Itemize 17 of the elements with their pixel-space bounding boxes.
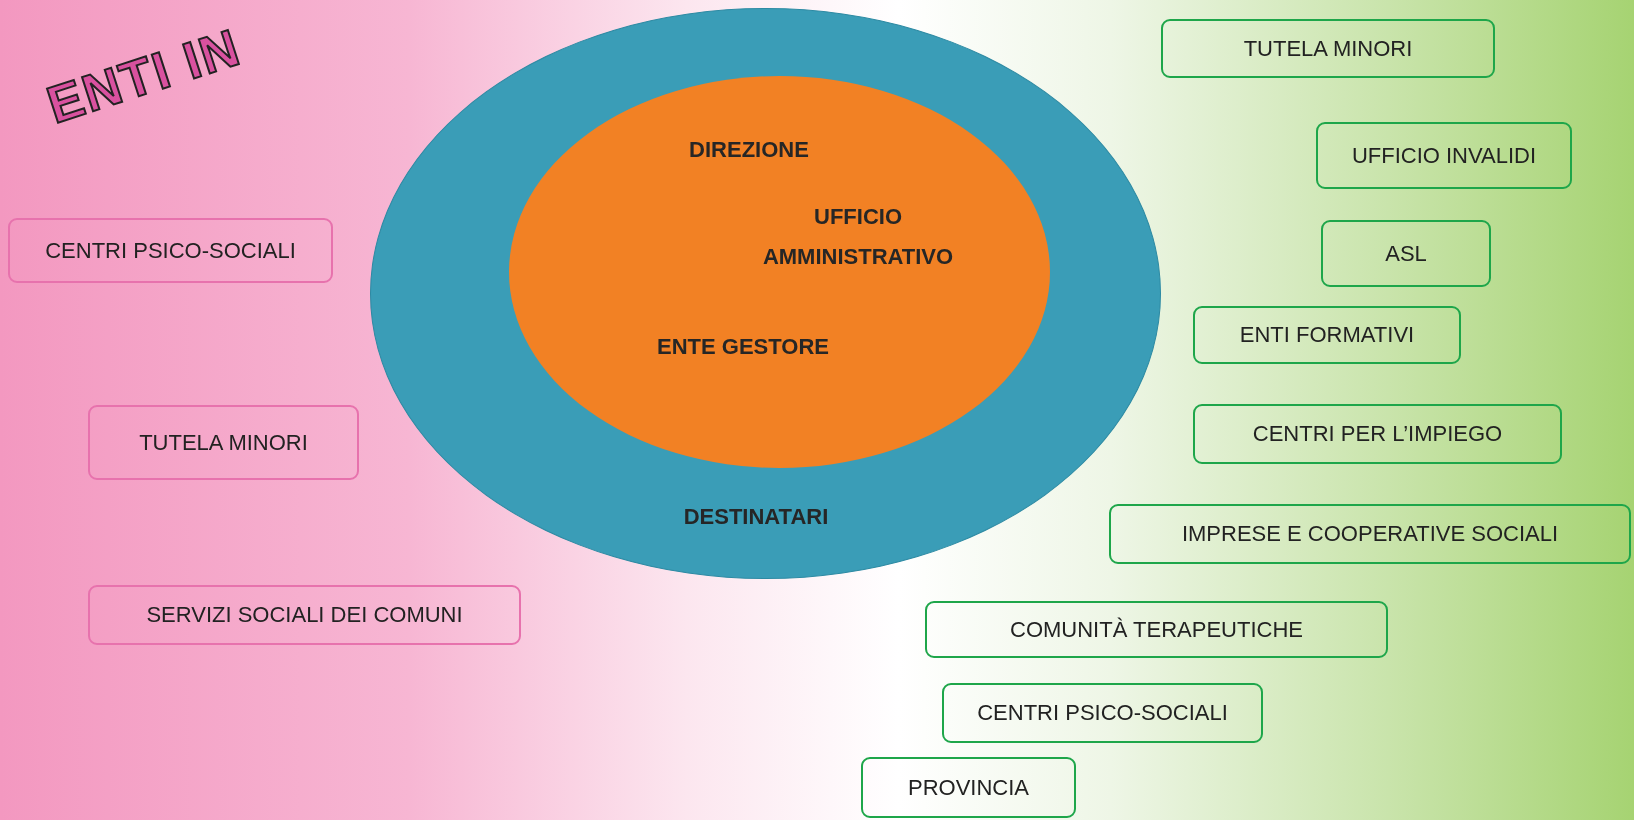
organization-box: PROVINCIA bbox=[861, 757, 1076, 818]
organization-box: TUTELA MINORI bbox=[1161, 19, 1495, 78]
organization-box: ENTI FORMATIVI bbox=[1193, 306, 1461, 364]
ellipse-label: UFFICIO AMMINISTRATIVO bbox=[761, 203, 955, 271]
title-text: ENTI IN bbox=[40, 16, 248, 136]
organization-box: UFFICIO INVALIDI bbox=[1316, 122, 1572, 189]
organization-box: SERVIZI SOCIALI DEI COMUNI bbox=[88, 585, 521, 645]
organization-box: IMPRESE E COOPERATIVE SOCIALI bbox=[1109, 504, 1631, 564]
ellipse-label: DIREZIONE bbox=[689, 137, 809, 163]
ellipse-label: ENTE GESTORE bbox=[657, 334, 829, 360]
organization-box: CENTRI PSICO-SOCIALI bbox=[8, 218, 333, 283]
organization-box: CENTRI PSICO-SOCIALI bbox=[942, 683, 1263, 743]
organization-box: TUTELA MINORI bbox=[88, 405, 359, 480]
organization-box: CENTRI PER L’IMPIEGO bbox=[1193, 404, 1562, 464]
organization-box: ASL bbox=[1321, 220, 1491, 287]
organization-box: COMUNITÀ TERAPEUTICHE bbox=[925, 601, 1388, 658]
ellipse-label: DESTINATARI bbox=[683, 504, 829, 530]
